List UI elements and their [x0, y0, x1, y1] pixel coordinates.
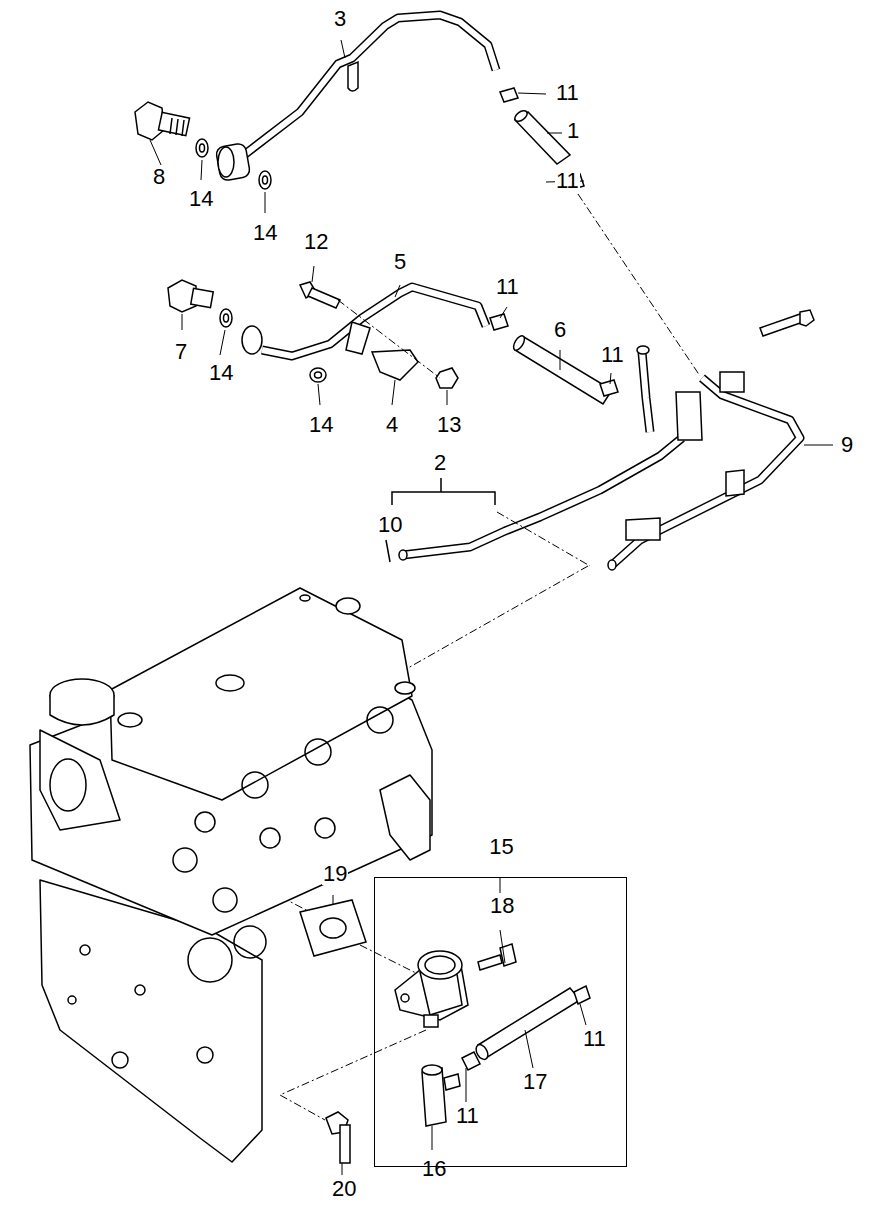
callout-number: 14: [308, 414, 334, 436]
callout-number: 8: [152, 166, 166, 188]
callout-number: 14: [188, 188, 214, 210]
callout-number: 13: [436, 414, 462, 436]
callout-number: 11: [555, 170, 580, 192]
callout-number: 19: [322, 863, 348, 885]
callout-number: 17: [522, 1071, 548, 1093]
callout-number: 18: [489, 895, 515, 917]
callout-number: 7: [174, 341, 188, 363]
callout-number: 11: [455, 1105, 480, 1127]
callout-number: 14: [252, 222, 278, 244]
callout-number: 4: [385, 414, 399, 436]
callout-number: 20: [331, 1178, 357, 1200]
callout-number: 10: [377, 514, 403, 536]
callout-number: 9: [840, 434, 854, 456]
callout-number: 5: [393, 251, 407, 273]
callout-number: 11: [600, 344, 625, 366]
callout-number: 11: [495, 276, 520, 298]
callout-number: 2: [433, 452, 447, 474]
group-box: 15: [374, 877, 627, 1167]
callout-number: 6: [553, 319, 567, 341]
callout-number: 3: [333, 8, 347, 30]
callout-number: 11: [555, 82, 580, 104]
group-callout-number: 15: [489, 836, 513, 858]
callout-number: 1: [566, 120, 580, 142]
callout-number: 11: [582, 1028, 607, 1050]
callout-number: 16: [421, 1158, 447, 1180]
callout-number: 12: [303, 231, 329, 253]
callout-number: 14: [208, 362, 234, 384]
